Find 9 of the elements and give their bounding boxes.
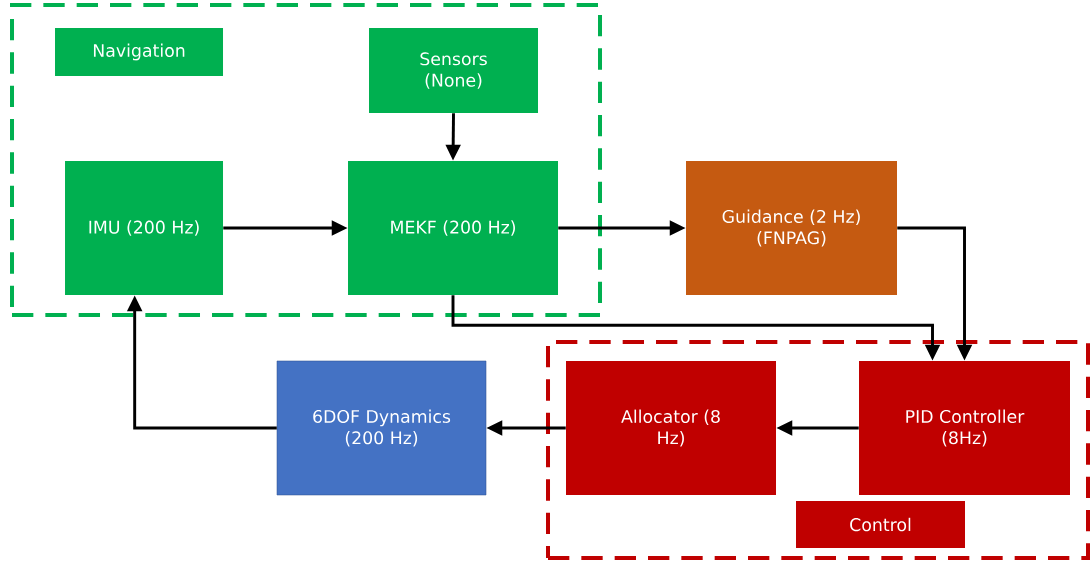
- process-box: IMU (200 Hz): [65, 161, 223, 295]
- group-label: Control: [796, 501, 965, 548]
- group-label: Navigation: [55, 28, 223, 76]
- process-box: 6DOF Dynamics (200 Hz): [276, 360, 487, 496]
- process-box: Guidance (2 Hz) (FNPAG): [686, 161, 897, 295]
- process-box: PID Controller (8Hz): [859, 361, 1070, 495]
- process-box: Allocator (8 Hz): [566, 361, 776, 495]
- process-box: MEKF (200 Hz): [348, 161, 558, 295]
- process-box: Sensors (None): [369, 28, 538, 113]
